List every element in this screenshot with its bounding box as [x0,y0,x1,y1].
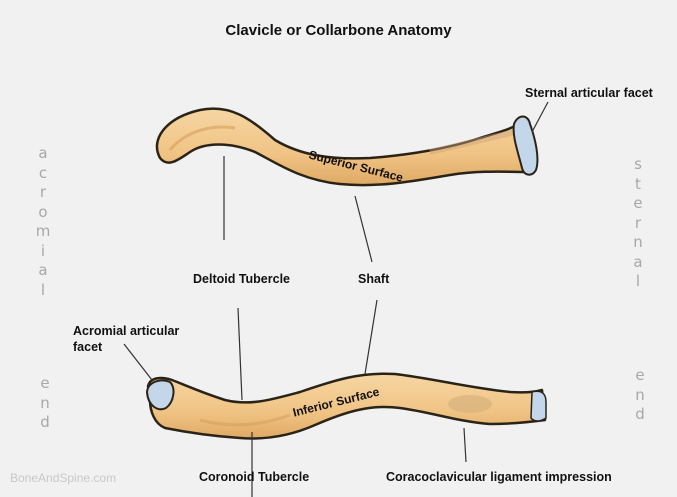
side-letter: d [635,405,645,423]
sternal-facet-shape [512,115,539,176]
side-letter: i [40,241,46,260]
coracoclavicular-impression-mark [448,395,492,413]
side-letter: e [633,194,643,212]
superior-shading [168,125,236,151]
side-letter: a [633,252,643,271]
leader-lines [123,101,549,497]
side-letter: r [39,183,47,201]
superior-sternal-shading [429,129,516,155]
shaft-label: Shaft [358,272,390,286]
side-letter: n [635,385,645,404]
superior-clavicle [155,107,539,187]
side-letter: l [635,272,641,290]
side-letter: d [40,413,50,431]
diagram-title: Clavicle or Collarbone Anatomy [225,22,452,39]
shaft-leader-top [354,195,373,263]
shaft-leader-bottom [364,299,378,375]
coracoclavicular-label: Coracoclavicular ligament impression [386,470,612,484]
side-letter: e [635,366,645,384]
side-letter: e [40,374,50,392]
side-letter: n [40,393,50,412]
inferior-sternal-facet [530,390,547,422]
coronoid-tubercle-label: Coronoid Tubercle [199,470,310,484]
side-letter: s [634,155,642,173]
side-letter: a [38,261,48,279]
sternal-facet-leader [531,101,549,133]
acromial-facet-label-line1: Acromial articular [73,324,180,338]
side-letter: t [635,174,641,193]
side-letter: l [40,280,46,299]
sternal-articular-facet-label: Sternal articular facet [525,86,653,100]
side-letter: m [35,222,51,240]
acromial-facet-shape [145,379,175,411]
coracoclavicular-leader [463,427,467,463]
side-letter: r [634,213,642,232]
acromial-facet-label-line2: facet [73,340,103,354]
deltoid-tubercle-leader-bottom [237,307,243,401]
side-letter: a [38,144,48,162]
side-letter: o [38,202,48,221]
side-letter: c [38,163,48,182]
superior-bone-body [155,107,532,187]
acromial-facet-leader [123,343,153,381]
deltoid-tubercle-label: Deltoid Tubercle [193,272,291,286]
inferior-shading [199,413,291,427]
inferior-bone-body [146,372,547,440]
watermark: BoneAndSpine.com [10,471,117,485]
side-letter: n [633,233,643,251]
inferior-clavicle [145,372,547,440]
